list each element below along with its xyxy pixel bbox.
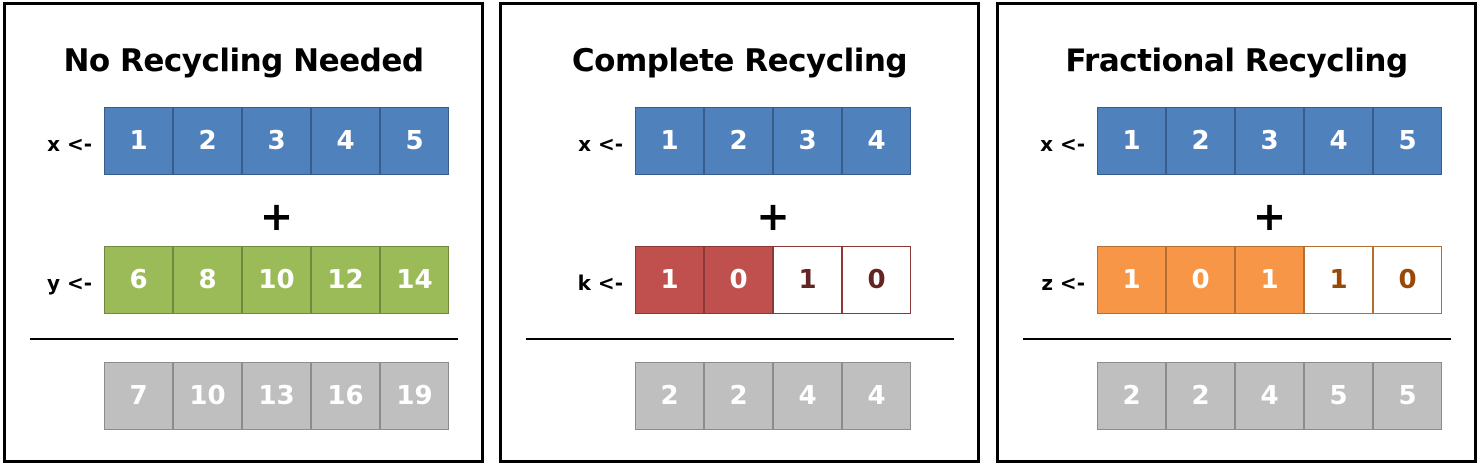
plus-operator: + (756, 194, 790, 240)
vector-cell: 2 (1166, 362, 1235, 430)
vector-cell: 0 (1373, 246, 1442, 314)
vector-cell: 6 (104, 246, 173, 314)
vector-cell: 10 (242, 246, 311, 314)
bottom-vector-label: z <- (1041, 271, 1085, 295)
vector-cell: 19 (380, 362, 449, 430)
vector-cell: 2 (635, 362, 704, 430)
vector-cell: 2 (173, 107, 242, 175)
vector-cell: 5 (1373, 107, 1442, 175)
vector-cell: 14 (380, 246, 449, 314)
vector-cell: 1 (635, 107, 704, 175)
vector-cell: 1 (635, 246, 704, 314)
vector-cell: 2 (1166, 107, 1235, 175)
vector-cell: 2 (704, 362, 773, 430)
vector-cell: 1 (1097, 246, 1166, 314)
vector-cell: 4 (1304, 107, 1373, 175)
vector-cell: 8 (173, 246, 242, 314)
vector-cell: 5 (1304, 362, 1373, 430)
vector-cell: 5 (1373, 362, 1442, 430)
vector-cell: 1 (1304, 246, 1373, 314)
vector-cell: 0 (842, 246, 911, 314)
plus-operator: + (259, 194, 294, 240)
panel-title: No Recycling Needed (63, 43, 424, 79)
vector-cell: 3 (1235, 107, 1304, 175)
plus-operator: + (1252, 194, 1287, 240)
vector-cell: 4 (311, 107, 380, 175)
sum-divider-line (526, 338, 954, 340)
vector-cell: 12 (311, 246, 380, 314)
top-vector-label: x <- (1040, 132, 1085, 156)
bottom-vector-label: k <- (577, 271, 623, 295)
vector-cell: 4 (842, 362, 911, 430)
top-vector-label: x <- (47, 132, 92, 156)
vector-cell: 1 (773, 246, 842, 314)
panel-title: Complete Recycling (571, 43, 908, 79)
panel-title: Fractional Recycling (1065, 43, 1408, 79)
vector-cell: 10 (173, 362, 242, 430)
vector-cell: 0 (1166, 246, 1235, 314)
vector-cell: 0 (704, 246, 773, 314)
vector-cell: 13 (242, 362, 311, 430)
vector-cell: 4 (773, 362, 842, 430)
vector-cell: 16 (311, 362, 380, 430)
vector-cell: 7 (104, 362, 173, 430)
vector-cell: 3 (773, 107, 842, 175)
vector-cell: 1 (1235, 246, 1304, 314)
vector-cell: 2 (1097, 362, 1166, 430)
bottom-vector-label: y <- (46, 271, 92, 295)
vector-cell: 3 (242, 107, 311, 175)
sum-divider-line (1023, 338, 1451, 340)
vector-cell: 1 (104, 107, 173, 175)
top-vector-label: x <- (578, 132, 623, 156)
vector-cell: 4 (1235, 362, 1304, 430)
sum-divider-line (30, 338, 458, 340)
vector-cell: 1 (1097, 107, 1166, 175)
vector-cell: 5 (380, 107, 449, 175)
vector-cell: 4 (842, 107, 911, 175)
vector-cell: 2 (704, 107, 773, 175)
